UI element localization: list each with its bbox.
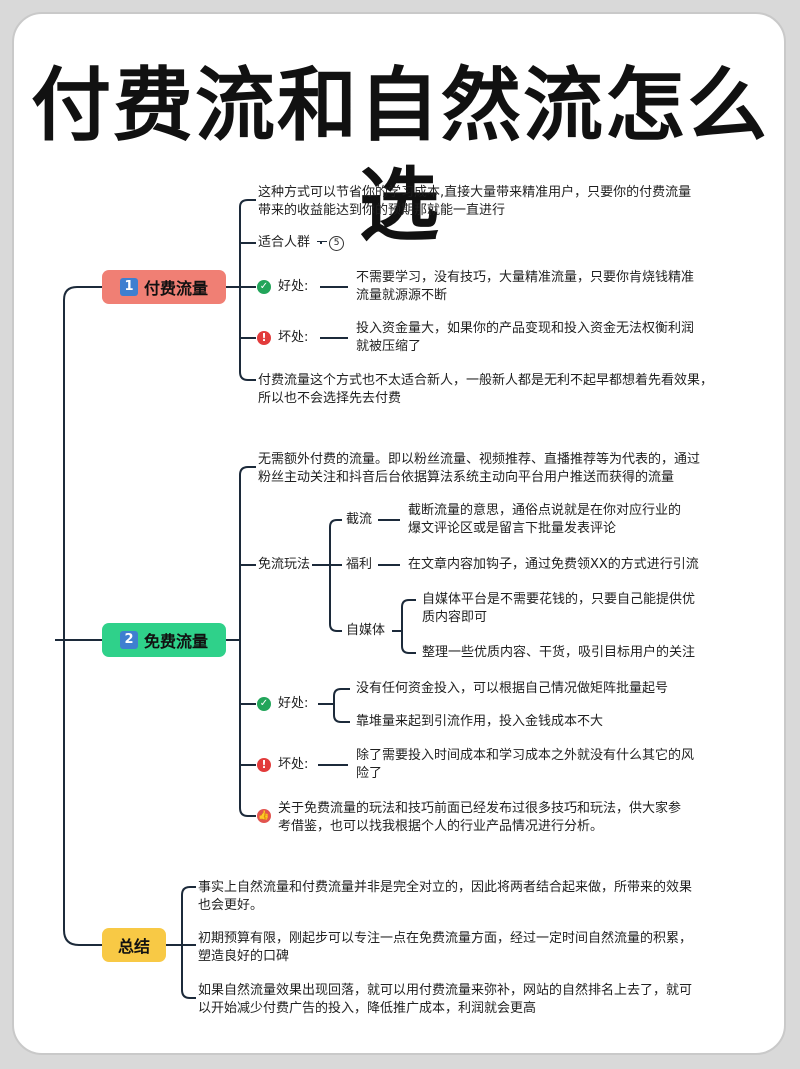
free-note-line-2: 考借鉴，也可以找我根据个人的行业产品情况进行分析。 <box>278 819 604 834</box>
paid-note-line-2: 所以也不会选择先去付费 <box>258 391 402 406</box>
free-traffic-node: 2 免费流量 <box>102 623 226 657</box>
summary-p2-line-1: 初期预算有限，刚起步可以专注一点在免费流量方面，经过一定时间自然流量的积累， <box>198 931 693 946</box>
paid-intro-line-2: 带来的收益能达到你的预期那就能一直进行 <box>258 203 506 218</box>
summary-p2-line-2: 塑造良好的口碑 <box>198 949 290 964</box>
welfare-label: 福利 <box>346 557 373 572</box>
audience-count-badge: 5 <box>329 236 345 251</box>
thumbs-up-icon: 👍 <box>257 809 271 823</box>
warning-icon: ! <box>257 331 271 345</box>
paid-pros-line-2: 流量就源源不断 <box>356 288 448 303</box>
intercept-line-2: 爆文评论区或是留言下批量发表评论 <box>408 521 617 536</box>
summary-p1-line-1: 事实上自然流量和付费流量并非是完全对立的，因此将两者结合起来做，所带来的效果 <box>198 880 693 895</box>
free-cons-line-2: 险了 <box>356 766 383 781</box>
warning-icon: ! <box>257 758 271 772</box>
paid-traffic-label: 付费流量 <box>143 279 208 298</box>
summary-p3-line-2: 以开始减少付费广告的投入，降低推广成本，利润就会更高 <box>198 1001 537 1016</box>
check-icon: ✓ <box>257 697 271 711</box>
paid-traffic-node: 1 付费流量 <box>102 270 226 304</box>
number-two-badge: 2 <box>119 631 138 649</box>
paid-cons-line-1: 投入资金量大，如果你的产品变现和投入资金无法权衡利润 <box>356 321 695 336</box>
paid-audience-label: 适合人群 <box>258 235 311 250</box>
media-line-2: 质内容即可 <box>422 610 488 625</box>
media-line-3: 整理一些优质内容、干货，吸引目标用户的关注 <box>422 645 696 660</box>
free-methods-label: 免流玩法 <box>258 557 311 572</box>
page-title: 付费流和自然流怎么选 <box>31 59 769 252</box>
paid-audience: 适合人群 5 <box>258 234 345 252</box>
free-pros-line-2: 靠堆量来起到引流作用，投入金钱成本不大 <box>356 714 604 729</box>
check-icon: ✓ <box>257 280 271 294</box>
paid-intro-line-1: 这种方式可以节省你的学习成本,直接大量带来精准用户，只要你的付费流量 <box>258 185 692 200</box>
summary-p3-line-1: 如果自然流量效果出现回落，就可以用付费流量来弥补，网站的自然排名上去了，就可 <box>198 983 693 998</box>
free-pros-line-1: 没有任何资金投入，可以根据自己情况做矩阵批量起号 <box>356 681 669 696</box>
free-traffic-label: 免费流量 <box>143 632 208 651</box>
intercept-line-1: 截断流量的意思，通俗点说就是在你对应行业的 <box>408 503 682 518</box>
paid-pros-label: 好处: <box>278 279 309 294</box>
paid-pros-line-1: 不需要学习，没有技巧，大量精准流量，只要你肯烧钱精准 <box>356 270 695 285</box>
summary-node: 总结 <box>102 928 166 962</box>
free-intro-line-1: 无需额外付费的流量。即以粉丝流量、视频推荐、直播推荐等为代表的，通过 <box>258 452 701 467</box>
free-cons-label: 坏处: <box>278 757 309 772</box>
summary-label: 总结 <box>117 937 150 956</box>
paid-cons-label: 坏处: <box>278 330 309 345</box>
free-note-line-1: 关于免费流量的玩法和技巧前面已经发布过很多技巧和玩法，供大家参 <box>278 801 682 816</box>
summary-p1-line-2: 也会更好。 <box>198 898 264 913</box>
paid-note-line-1: 付费流量这个方式也不太适合新人，一般新人都是无利不起早都想着先看效果， <box>258 373 714 388</box>
media-label: 自媒体 <box>346 623 386 638</box>
intercept-label: 截流 <box>346 512 373 527</box>
paid-cons-line-2: 就被压缩了 <box>356 339 422 354</box>
welfare-text: 在文章内容加钩子，通过免费领XX的方式进行引流 <box>408 557 699 572</box>
free-intro-line-2: 粉丝主动关注和抖音后台依据算法系统主动向平台用户推送而获得的流量 <box>258 470 675 485</box>
number-one-badge: 1 <box>119 278 138 296</box>
content-card <box>12 12 786 1055</box>
free-pros-label: 好处: <box>278 696 309 711</box>
free-cons-line-1: 除了需要投入时间成本和学习成本之外就没有什么其它的风 <box>356 748 695 763</box>
media-line-1: 自媒体平台是不需要花钱的，只要自己能提供优 <box>422 592 696 607</box>
